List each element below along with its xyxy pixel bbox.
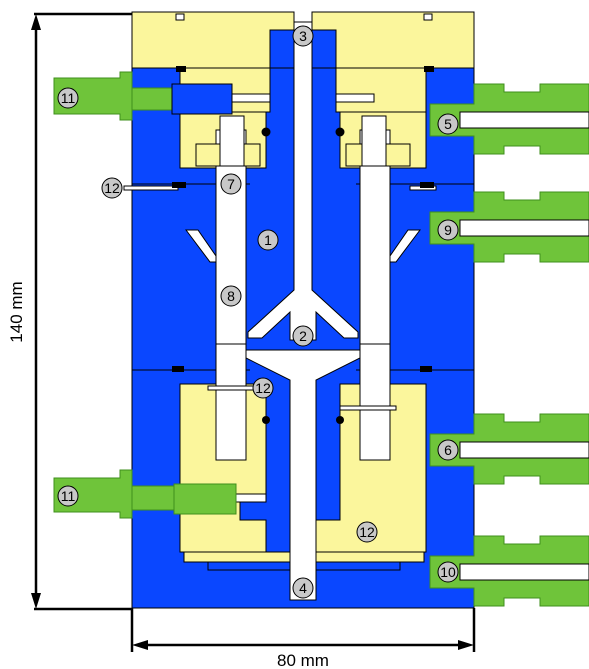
svg-text:6: 6	[444, 442, 452, 458]
svg-text:5: 5	[444, 116, 452, 132]
callout-6: 6	[437, 439, 459, 461]
callout-10: 10	[437, 561, 459, 583]
svg-text:12: 12	[104, 180, 120, 196]
callout-11-bottom: 11	[57, 485, 79, 507]
fitting-5	[429, 83, 589, 155]
svg-text:12: 12	[255, 380, 271, 396]
fitting-10	[429, 535, 589, 607]
height-dimension-label: 140 mm	[7, 281, 26, 342]
callout-12-right: 12	[356, 521, 378, 543]
svg-text:4: 4	[299, 580, 307, 596]
seals	[172, 13, 434, 424]
fitting-9	[429, 191, 589, 263]
width-dimension	[130, 608, 476, 652]
svg-text:8: 8	[227, 288, 235, 304]
callouts: 3 11 5 7 12 9 1 8 2 12 6 11 12 10 4	[57, 25, 459, 599]
callout-8: 8	[220, 285, 242, 307]
callout-3: 3	[292, 25, 314, 47]
right-fittings	[429, 83, 589, 607]
svg-text:1: 1	[264, 232, 272, 248]
callout-5: 5	[437, 113, 459, 135]
svg-text:7: 7	[227, 176, 235, 192]
left-fittings	[53, 71, 237, 519]
svg-text:11: 11	[61, 488, 76, 504]
svg-text:2: 2	[299, 328, 307, 344]
svg-text:9: 9	[444, 222, 452, 238]
callout-4: 4	[292, 577, 314, 599]
fitting-6	[429, 413, 589, 485]
callout-9: 9	[437, 219, 459, 241]
callout-1: 1	[257, 229, 279, 251]
svg-text:10: 10	[440, 564, 456, 580]
callout-11-top: 11	[57, 87, 79, 109]
height-dimension	[31, 12, 132, 611]
upper-sensor-holders	[195, 115, 411, 167]
svg-text:3: 3	[299, 28, 307, 44]
callout-12-left: 12	[101, 177, 123, 199]
callout-2: 2	[292, 325, 314, 347]
width-dimension-label: 80 mm	[277, 651, 329, 669]
callout-12-center: 12	[252, 377, 274, 399]
svg-text:12: 12	[359, 524, 375, 540]
svg-text:11: 11	[61, 90, 76, 106]
callout-7: 7	[220, 173, 242, 195]
